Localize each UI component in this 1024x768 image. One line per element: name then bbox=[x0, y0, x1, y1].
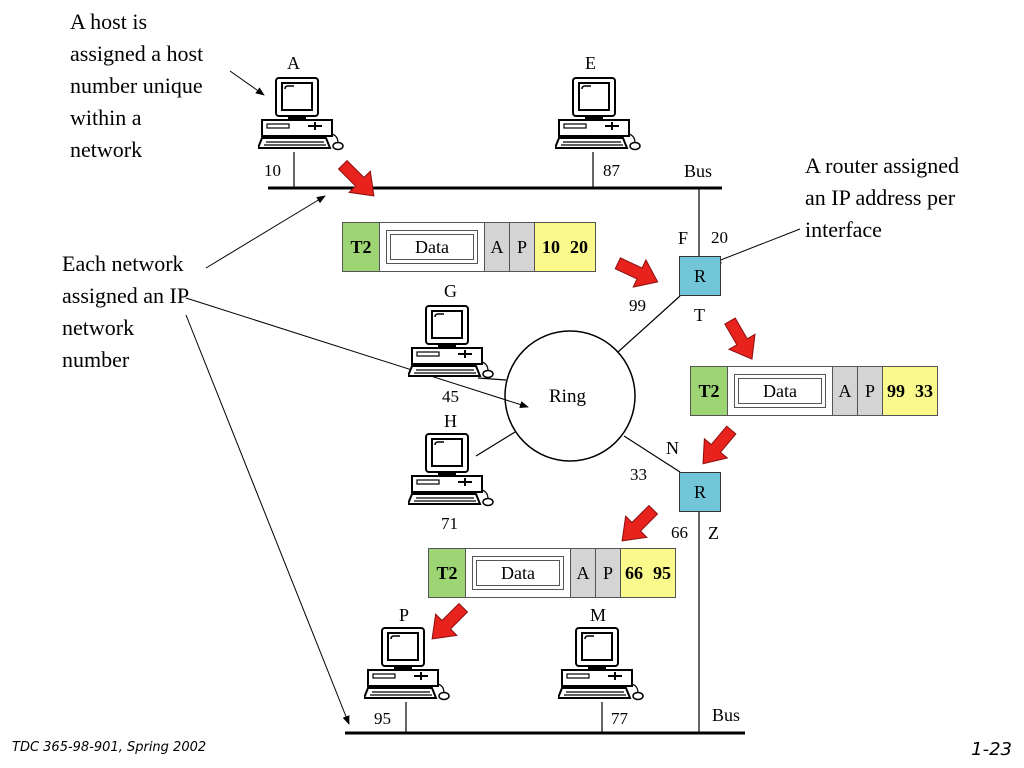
packet-field-p: P bbox=[858, 367, 883, 415]
red-arrow-icon bbox=[621, 504, 659, 542]
host-h-name: H bbox=[444, 411, 457, 431]
packet-address: 66 95 bbox=[621, 549, 675, 597]
host-m-name: M bbox=[590, 605, 607, 625]
slide-number: 1-23 bbox=[971, 739, 1012, 760]
desktop-computer-icon bbox=[408, 305, 494, 379]
packet-dst: 95 bbox=[653, 562, 671, 583]
host-a-number: 10 bbox=[264, 161, 281, 180]
packet-src: 99 bbox=[887, 380, 905, 401]
router-1-iface-bus-name: F bbox=[678, 228, 689, 248]
packet-field-a: A bbox=[833, 367, 858, 415]
host-g-number: 45 bbox=[442, 387, 459, 406]
router-note-line: an IP address per bbox=[805, 184, 956, 210]
packet-data: Data bbox=[390, 234, 474, 260]
packet-dst: 33 bbox=[915, 380, 933, 401]
network-note-pointer-top bbox=[205, 195, 326, 269]
host-note-line: network bbox=[70, 136, 143, 162]
host-m-number: 77 bbox=[611, 709, 628, 728]
r2-ring-link bbox=[623, 435, 681, 473]
router-note: A router assigned an IP address per inte… bbox=[805, 150, 959, 246]
router-note-line: interface bbox=[805, 216, 882, 242]
r1-ring-link bbox=[617, 295, 681, 353]
router-2-iface-bus-num: 66 bbox=[671, 523, 688, 542]
desktop-computer-icon bbox=[555, 77, 641, 151]
router-2-iface-bus-name: Z bbox=[708, 523, 719, 543]
host-note-line: within a bbox=[70, 104, 142, 130]
host-h-number: 71 bbox=[441, 514, 458, 533]
host-e-number: 87 bbox=[603, 161, 620, 180]
router-1-box: R bbox=[679, 256, 721, 296]
packet-dst: 20 bbox=[570, 236, 588, 257]
packet-type: T2 bbox=[429, 549, 466, 597]
network-note-line: assigned an IP bbox=[62, 282, 190, 308]
packet-field-a: A bbox=[485, 223, 510, 271]
footer-course: TDC 365-98-901, Spring 2002 bbox=[12, 740, 207, 755]
router-1-iface-ring-num: 99 bbox=[629, 296, 646, 315]
desktop-computer-icon bbox=[364, 627, 450, 701]
router-2-iface-ring-num: 33 bbox=[630, 465, 647, 484]
host-h-link bbox=[475, 431, 516, 457]
network-note: Each network assigned an IP network numb… bbox=[62, 248, 189, 376]
packet-type: T2 bbox=[691, 367, 728, 415]
packet-3: T2 Data A P 66 95 bbox=[428, 548, 676, 598]
network-note-line: network bbox=[62, 314, 135, 340]
bottom-bus-label: Bus bbox=[712, 705, 741, 725]
network-note-line: Each network bbox=[62, 251, 184, 276]
packet-src: 10 bbox=[542, 236, 560, 257]
packet-field-p: P bbox=[510, 223, 535, 271]
red-arrow-icon bbox=[724, 317, 756, 360]
packet-field-a: A bbox=[571, 549, 596, 597]
red-arrow-icon bbox=[337, 159, 375, 197]
network-note-pointer-ring bbox=[185, 297, 529, 408]
host-g-name: G bbox=[444, 281, 457, 301]
host-note-line: A host is bbox=[70, 9, 148, 34]
packet-address: 10 20 bbox=[535, 223, 595, 271]
host-note-line: assigned a host bbox=[70, 40, 204, 66]
ring-network bbox=[504, 330, 636, 462]
packet-data-frame: Data bbox=[380, 223, 485, 271]
packet-data: Data bbox=[476, 560, 560, 586]
router-2-iface-ring-name: N bbox=[666, 438, 679, 458]
packet-type: T2 bbox=[343, 223, 380, 271]
red-arrow-icon bbox=[431, 602, 469, 640]
desktop-computer-icon bbox=[408, 433, 494, 507]
network-note-pointer-bottom bbox=[185, 314, 350, 725]
router-1-iface-ring-name: T bbox=[694, 305, 705, 325]
packet-src: 66 bbox=[625, 562, 643, 583]
host-e-name: E bbox=[585, 53, 596, 73]
packet-1: T2 Data A P 10 20 bbox=[342, 222, 596, 272]
router-2-box: R bbox=[679, 472, 721, 512]
host-a-name: A bbox=[287, 53, 300, 73]
packet-2: T2 Data A P 99 33 bbox=[690, 366, 938, 416]
packet-field-p: P bbox=[596, 549, 621, 597]
network-note-line: number bbox=[62, 346, 130, 372]
host-g-link bbox=[477, 377, 507, 381]
router-note-pointer bbox=[712, 228, 801, 264]
host-p-name: P bbox=[399, 605, 410, 625]
packet-address: 99 33 bbox=[883, 367, 937, 415]
router-note-line: A router assigned bbox=[805, 153, 959, 178]
desktop-computer-icon bbox=[558, 627, 644, 701]
host-note-pointer bbox=[229, 70, 265, 96]
packet-data-frame: Data bbox=[466, 549, 571, 597]
red-arrow-icon bbox=[614, 257, 659, 288]
host-note-line: number unique bbox=[70, 72, 203, 98]
ring-label: Ring bbox=[549, 386, 586, 407]
host-note: A host is assigned a host number unique … bbox=[70, 6, 203, 165]
host-p-number: 95 bbox=[374, 709, 391, 728]
packet-data-frame: Data bbox=[728, 367, 833, 415]
top-bus-label: Bus bbox=[684, 161, 713, 181]
router-1-iface-bus-num: 20 bbox=[711, 228, 728, 247]
packet-data: Data bbox=[738, 378, 822, 404]
red-arrow-icon bbox=[702, 425, 737, 465]
desktop-computer-icon bbox=[258, 77, 344, 151]
